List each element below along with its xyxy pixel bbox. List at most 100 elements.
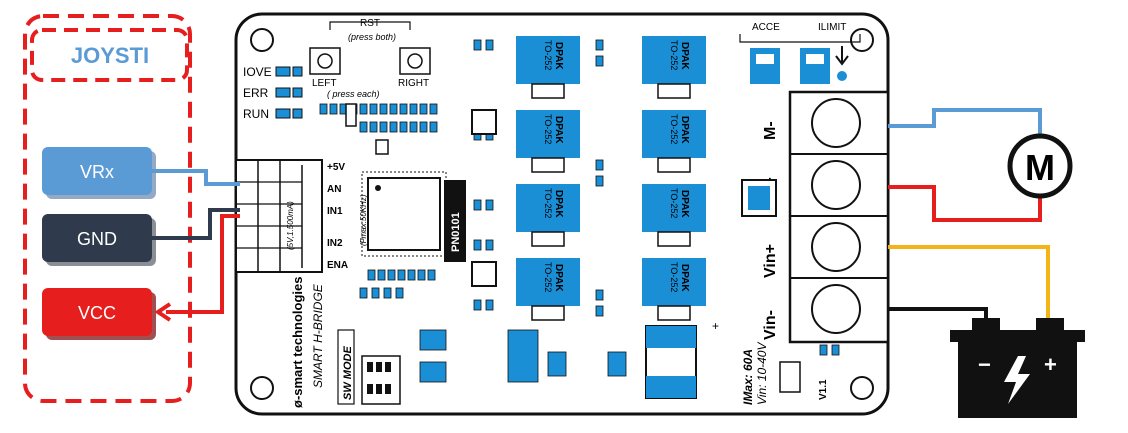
terminal-label-vin-plus: Vin+ xyxy=(762,244,779,278)
motor-icon: M xyxy=(1007,133,1073,199)
capacitor-icon xyxy=(345,103,357,127)
resistor-array xyxy=(319,39,840,356)
wires xyxy=(152,108,1050,322)
mount-hole-icon xyxy=(250,28,274,52)
wire-vin-minus xyxy=(888,307,988,322)
mount-hole-icon xyxy=(850,28,874,52)
svg-text:TO-252: TO-252 xyxy=(669,262,679,292)
sw-mode-label: SW MODE xyxy=(342,346,354,400)
product-name: SMART H-BRIDGE xyxy=(311,283,325,388)
battery-icon: − + xyxy=(950,318,1085,418)
terminal-label-vin-minus: Vin- xyxy=(762,310,779,340)
pin-vcc: VCC xyxy=(42,288,156,340)
joystick-title-frame xyxy=(30,28,189,82)
screw-terminal-icon xyxy=(811,284,861,334)
mosfet-dpak: DPAK TO-252 xyxy=(516,110,580,173)
header-pin-an: AN xyxy=(327,184,341,195)
wire-vcc xyxy=(166,214,240,314)
svg-text:DPAK: DPAK xyxy=(553,264,564,292)
ilimit-label: ILIMIT xyxy=(818,22,846,33)
h-bridge-board: RST (press both) LEFT RIGHT ( press each… xyxy=(234,12,890,416)
diode-icon xyxy=(375,139,389,155)
mosfet-dpak: DPAK TO-252 xyxy=(516,184,580,247)
led-icon xyxy=(837,71,847,81)
version-label: V1.1 xyxy=(818,379,829,400)
pn0101-chip: PN0101 xyxy=(444,180,466,262)
led-label-run: RUN xyxy=(243,107,269,121)
pin-gnd-label: GND xyxy=(77,229,117,249)
pin-vrx-box xyxy=(42,147,152,195)
arrow-down-icon xyxy=(835,46,849,66)
screw-terminal-icon xyxy=(811,222,861,272)
joystick-module: JOYSTI VRx GND VCC xyxy=(23,14,192,403)
led-icon xyxy=(275,108,291,119)
pin-vcc-label: VCC xyxy=(78,303,116,323)
header-pin-ena: ENA xyxy=(327,260,348,271)
joystick-outline xyxy=(23,14,192,403)
header-pin-5v: +5V xyxy=(327,162,345,173)
acce-trimmer[interactable] xyxy=(750,48,780,84)
led-icon xyxy=(275,87,291,98)
svg-text:TO-252: TO-252 xyxy=(669,114,679,144)
small-ics xyxy=(419,329,627,383)
acce-label: ACCE xyxy=(752,22,780,33)
wire-gnd xyxy=(152,208,240,240)
dip-switch[interactable] xyxy=(361,355,401,405)
terminal-block: M- M+ Vin+ Vin- xyxy=(762,90,890,344)
left-button[interactable] xyxy=(309,47,341,75)
header-side-note: (5V,1.500mA) xyxy=(286,201,295,250)
ilimit-trimmer[interactable] xyxy=(800,48,830,84)
svg-text:TO-252: TO-252 xyxy=(669,40,679,70)
wire-vrx xyxy=(152,169,240,186)
pin-gnd-box xyxy=(42,214,152,262)
battery-minus: − xyxy=(978,352,991,377)
pin-gnd: GND xyxy=(42,214,156,266)
mcu-chip: (Fmax:50KHz) xyxy=(359,171,447,257)
press-each-label: ( press each) xyxy=(327,89,380,99)
fuse-component xyxy=(741,179,777,217)
joystick-title: JOYSTI xyxy=(71,43,149,68)
svg-text:DPAK: DPAK xyxy=(679,190,690,218)
mosfet-dpak: DPAK TO-252 xyxy=(642,184,706,247)
mount-hole-icon xyxy=(250,376,274,400)
terminal-label-m-minus: M- xyxy=(762,121,779,140)
mosfet-grid: DPAK TO-252 DPAK TO-252 DPAK TO-252 DPAK… xyxy=(516,36,706,321)
mosfet-dpak: DPAK TO-252 xyxy=(642,110,706,173)
svg-text:DPAK: DPAK xyxy=(553,116,564,144)
screw-terminal-icon xyxy=(811,98,861,148)
svg-text:TO-252: TO-252 xyxy=(543,40,553,70)
chip-label: PN0101 xyxy=(450,212,462,252)
svg-text:DPAK: DPAK xyxy=(679,116,690,144)
wire-motor-plus xyxy=(888,185,1042,222)
brand-logo: ø-smart technologies xyxy=(290,277,305,408)
status-led-icons xyxy=(275,66,303,119)
freq-note: (Fmax:50KHz) xyxy=(359,194,368,246)
right-button-label: RIGHT xyxy=(398,78,429,89)
mosfet-dpak: DPAK TO-252 xyxy=(516,258,580,321)
svg-text:TO-252: TO-252 xyxy=(543,188,553,218)
pin-vrx: VRx xyxy=(42,147,156,199)
arrow-left-icon xyxy=(154,302,172,322)
mount-hole-icon xyxy=(850,376,874,400)
rst-sub-label: (press both) xyxy=(348,32,396,42)
plus-mark: + xyxy=(712,319,719,333)
input-header: +5V AN IN1 IN2 ENA (5V,1.500mA) xyxy=(235,159,348,273)
svg-text:DPAK: DPAK xyxy=(553,42,564,70)
rst-label: RST xyxy=(360,18,380,29)
screw-terminal-icon xyxy=(811,160,861,210)
lightning-icon xyxy=(1004,356,1030,404)
svg-text:DPAK: DPAK xyxy=(679,42,690,70)
battery-plus: + xyxy=(1044,352,1057,377)
pin-vrx-label: VRx xyxy=(80,162,114,182)
transistor-icon xyxy=(471,261,497,287)
led-icon xyxy=(275,66,291,77)
transistor-icon xyxy=(471,109,497,135)
header-pin-in2: IN2 xyxy=(327,238,343,249)
led-label-err: ERR xyxy=(243,86,269,100)
motor-label: M xyxy=(1025,147,1055,188)
inductor-component xyxy=(645,325,697,399)
right-button[interactable] xyxy=(399,47,431,75)
spec-vin: Vin: 10-40V xyxy=(755,342,769,405)
spec-imax: IMax: 60A xyxy=(741,349,755,405)
